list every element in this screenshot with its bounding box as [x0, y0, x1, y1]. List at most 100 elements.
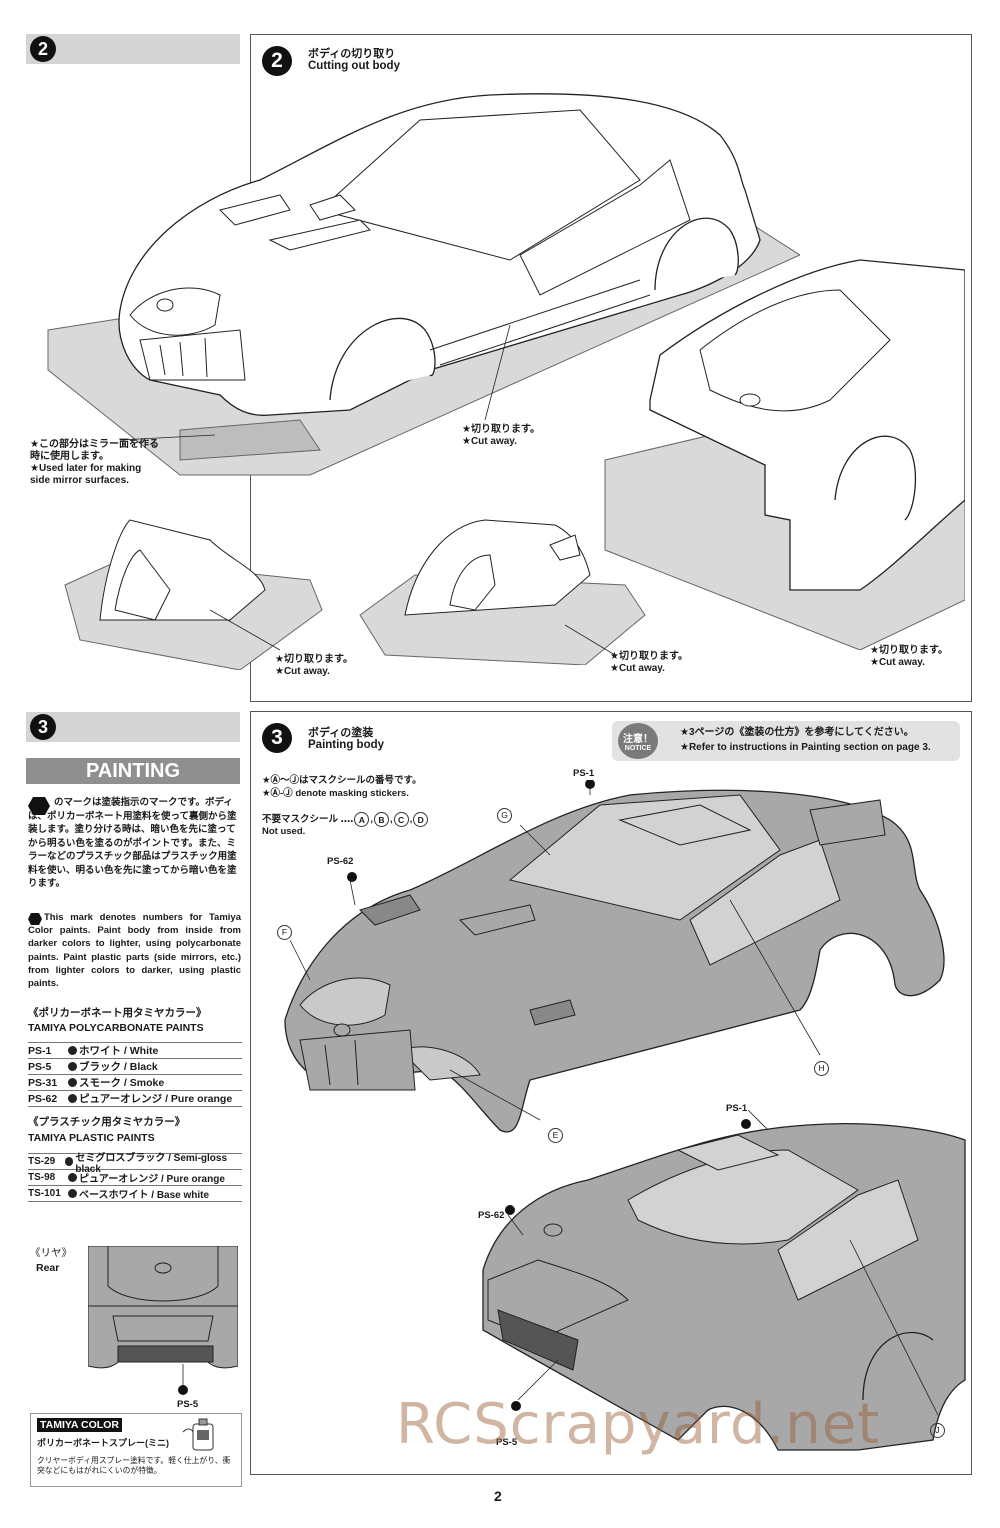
label-ps1-bottom: PS-1: [726, 1103, 748, 1114]
step2-cut-en-1: ★Cut away.: [462, 436, 517, 447]
mask-label-g: G: [497, 807, 512, 823]
paint-mark-icon-2: [28, 912, 42, 925]
plastic-title-en: TAMIYA PLASTIC PAINTS: [28, 1132, 155, 1144]
label-f: F: [276, 922, 293, 940]
label-e: E: [547, 1125, 564, 1143]
step3-badge: 3: [30, 714, 56, 740]
mask-letter-c: C: [393, 812, 409, 827]
poly-title-jp: 《ポリカーボネート用タミヤカラー》: [28, 1007, 207, 1019]
unused-en: Not used.: [262, 826, 306, 837]
notice-box: [612, 721, 960, 761]
paint-code: TS-98: [28, 1172, 56, 1183]
paint-code: TS-101: [28, 1188, 61, 1199]
paint-code: PS-5: [28, 1060, 52, 1073]
paint-name: ピュアーオレンジ / Pure orange: [79, 1174, 225, 1185]
label-ps1-top: PS-1: [573, 768, 595, 779]
page-number: 2: [494, 1488, 502, 1504]
paint-dot-icon: [65, 1157, 74, 1166]
mask-label-f: F: [277, 924, 292, 940]
unused-row: 不要マスクシール ‥‥ A, B, C, D: [262, 812, 429, 827]
label-g: G: [496, 805, 513, 823]
step2-car-illustration: [47, 93, 800, 476]
step2-cut-jp-3: ★切り取ります。: [610, 651, 688, 662]
step2-cut-jp-2: ★切り取ります。: [275, 654, 353, 665]
paint-code: PS-31: [28, 1076, 58, 1089]
mask-letter-d: D: [413, 812, 429, 827]
mask-letter-a: A: [354, 812, 370, 827]
poly-title-en: TAMIYA POLYCARBONATE PAINTS: [28, 1022, 204, 1034]
step3-title-jp: ボディの塗装: [308, 727, 374, 739]
label-ps62-bottom: PS-62: [478, 1210, 505, 1221]
notice-jp: ★3ページの《塗装の仕方》を参考にしてください。: [680, 727, 914, 738]
rear-view-illustration: [88, 1246, 238, 1395]
paint-dot-icon: [68, 1062, 77, 1071]
ad-text: クリヤーボディ用スプレー塗料です。軽く仕上がり、衝突などにもはがれにくいのが特徴…: [37, 1456, 231, 1475]
paint-dot-icon: [68, 1189, 77, 1198]
step2-cut-jp-4: ★切り取ります。: [870, 645, 948, 656]
mask-label-j: J: [930, 1422, 945, 1438]
step3-car-front-illustration: [284, 780, 945, 1133]
step3-title-en: Painting body: [308, 739, 385, 751]
step3-bar: [26, 712, 240, 742]
step2-cut-en-2: ★Cut away.: [275, 666, 330, 677]
paint-dot-icon: [68, 1094, 77, 1103]
poly-paint-row: PS-5 ブラック / Black: [28, 1059, 242, 1075]
spray-can-icon: [181, 1418, 227, 1452]
step2-cut-en-3: ★Cut away.: [610, 663, 665, 674]
mask-label-h: H: [814, 1060, 829, 1076]
painting-en-paragraph: This mark denotes numbers for Tamiya Col…: [28, 912, 241, 990]
step2-part-center: [359, 519, 646, 665]
plastic-paint-row: TS-29 セミグロスブラック / Semi-gloss black: [28, 1153, 242, 1175]
paint-dot-icon: [68, 1173, 77, 1182]
step2-badge: 2: [30, 36, 56, 62]
mask-label-e: E: [548, 1127, 563, 1143]
paint-code: PS-1: [28, 1044, 52, 1057]
painting-header: PAINTING: [26, 758, 240, 784]
notice-badge-en: NOTICE: [624, 745, 652, 752]
step2-rear-car-illustration: [604, 259, 965, 650]
rear-ps5-label: PS-5: [177, 1399, 199, 1410]
paint-name: セミグロスブラック / Semi-gloss black: [75, 1152, 228, 1175]
watermark: RCScrapyard.net: [396, 1392, 881, 1457]
paint-name: ベースホワイト / Base white: [79, 1190, 210, 1201]
step2-panel-badge: 2: [262, 46, 292, 76]
tamiya-color-ad: TAMIYA COLOR ポリカーボネートスプレー(ミニ) クリヤーボディ用スプ…: [30, 1413, 242, 1487]
step2-mirror-note-en: ★Used later for making side mirror surfa…: [30, 463, 142, 486]
label-ps62-top: PS-62: [327, 856, 354, 867]
step3-panel-badge: 3: [262, 723, 292, 753]
paint-name: ブラック / Black: [79, 1061, 158, 1073]
step2-cut-en-4: ★Cut away.: [870, 657, 925, 668]
paint-dot-icon: [68, 1078, 77, 1087]
notice-badge-jp: 注意！: [623, 734, 653, 745]
poly-paint-row: PS-62 ピュアーオレンジ / Pure orange: [28, 1091, 242, 1107]
rear-label-jp: 《リヤ》: [30, 1247, 72, 1259]
paint-code: PS-62: [28, 1092, 58, 1105]
paint-name: スモーク / Smoke: [79, 1077, 165, 1089]
ad-sub: ポリカーボネートスプレー(ミニ): [37, 1438, 169, 1448]
poly-paint-row: PS-1 ホワイト / White: [28, 1043, 242, 1059]
rear-label-en: Rear: [36, 1262, 60, 1274]
unused-jp: 不要マスクシール ‥‥: [262, 813, 354, 825]
poly-paint-row: PS-31 スモーク / Smoke: [28, 1075, 242, 1091]
paint-name: ピュアーオレンジ / Pure orange: [79, 1093, 233, 1105]
plastic-paint-list: TS-29 セミグロスブラック / Semi-gloss black TS-98 ピ…: [28, 1153, 242, 1202]
step2-part-left: [64, 519, 323, 670]
notice-en: ★Refer to instructions in Painting secti…: [680, 742, 931, 753]
mask-en: ★Ⓐ-Ⓙ denote masking stickers.: [262, 788, 409, 799]
paint-dot-icon: [68, 1046, 77, 1055]
step2-bar: [26, 34, 240, 64]
mask-letter-b: B: [373, 812, 389, 827]
paint-code: TS-29: [28, 1156, 56, 1167]
poly-paint-list: PS-1 ホワイト / White PS-5 ブラック / Black PS-31 ス…: [28, 1042, 242, 1107]
step2-title-jp: ボディの切り取り: [308, 48, 396, 60]
ad-title: TAMIYA COLOR: [37, 1418, 122, 1432]
plastic-paint-row: TS-98 ピュアーオレンジ / Pure orange: [28, 1170, 242, 1186]
painting-jp-paragraph: のマークは塗装指示のマークです。ボディは、ポリカーボネート用塗料を使って裏側から…: [28, 797, 237, 889]
paint-mark-icon: [28, 797, 50, 815]
paint-name: ホワイト / White: [79, 1045, 159, 1057]
label-h: H: [813, 1058, 830, 1076]
plastic-title-jp: 《プラスチック用タミヤカラー》: [28, 1116, 186, 1128]
label-j: J: [929, 1420, 946, 1438]
step2-title-en: Cutting out body: [308, 60, 400, 72]
notice-badge: 注意！ NOTICE: [618, 723, 658, 759]
